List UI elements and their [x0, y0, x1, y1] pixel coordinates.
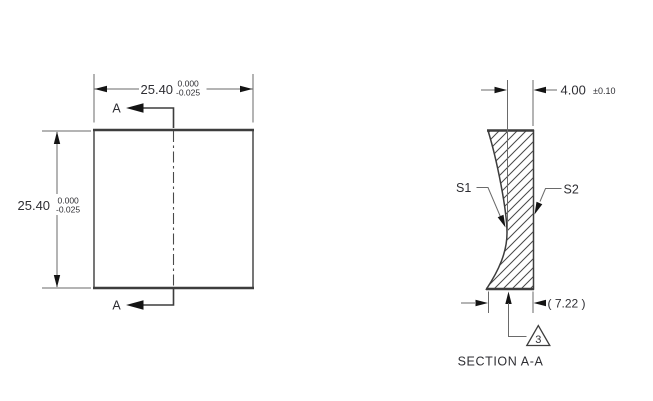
edge-thickness-dimension: ( 7.22 )	[461, 291, 586, 313]
height-dimension: 25.40 0.000 -0.025	[18, 130, 91, 289]
cut-label-top: A	[112, 102, 121, 116]
thickness-arrow-right-icon	[533, 86, 546, 94]
width-dim-value: 25.40	[141, 82, 174, 97]
width-arrow-left-icon	[94, 85, 107, 93]
height-dim-tol-upper: 0.000	[58, 196, 80, 206]
height-dim-tol-lower: -0.025	[56, 205, 80, 215]
surface2-leader	[539, 188, 562, 202]
width-dimension: 25.40 0.000 -0.025	[93, 74, 254, 123]
section-cut-elbow-bottom	[143, 289, 175, 306]
flag-leader-arrow-icon	[505, 291, 512, 304]
height-arrow-bottom-icon	[53, 275, 61, 288]
section-body-hatched	[485, 129, 535, 290]
section-view: 4.00 ±0.10 ( 7.22 ) S1 S2	[456, 80, 615, 369]
surface1-label: S1	[456, 181, 471, 195]
height-dim-value: 25.40	[18, 198, 51, 213]
surface1-leader	[476, 187, 502, 219]
surface1-callout: S1	[456, 181, 506, 228]
flag-leader-line	[508, 303, 527, 337]
center-thickness-dimension: 4.00 ±0.10	[481, 80, 615, 233]
width-dim-tol-lower: -0.025	[176, 88, 200, 98]
section-title: SECTION A-A	[458, 355, 544, 369]
section-cut-arrow-bottom-icon	[126, 300, 144, 310]
surface2-label: S2	[564, 183, 579, 197]
surface1-arrow-icon	[497, 214, 506, 228]
flag-note-number: 3	[535, 334, 541, 346]
edge-dim-ref-value: ( 7.22 )	[548, 297, 586, 311]
edge-arrow-right-icon	[533, 299, 546, 307]
flag-note-callout: 3	[505, 291, 551, 347]
edge-arrow-left-icon	[475, 299, 488, 307]
section-cut-arrow-top-icon	[126, 103, 144, 113]
width-arrow-right-icon	[240, 85, 253, 93]
height-arrow-top-icon	[53, 131, 61, 144]
cut-label-bottom: A	[112, 299, 121, 313]
width-dim-tol-upper: 0.000	[178, 79, 200, 89]
thickness-dim-value: 4.00	[561, 83, 586, 98]
surface2-callout: S2	[534, 183, 579, 215]
thickness-arrow-left-icon	[494, 86, 507, 94]
section-cut-elbow-top	[143, 107, 175, 128]
front-view: A A 25.40 0.000 -0.025 25.40 0.000	[18, 74, 254, 313]
surface2-arrow-icon	[534, 201, 543, 215]
flag-triangle-icon	[525, 324, 551, 347]
thickness-dim-tolerance: ±0.10	[593, 86, 615, 96]
